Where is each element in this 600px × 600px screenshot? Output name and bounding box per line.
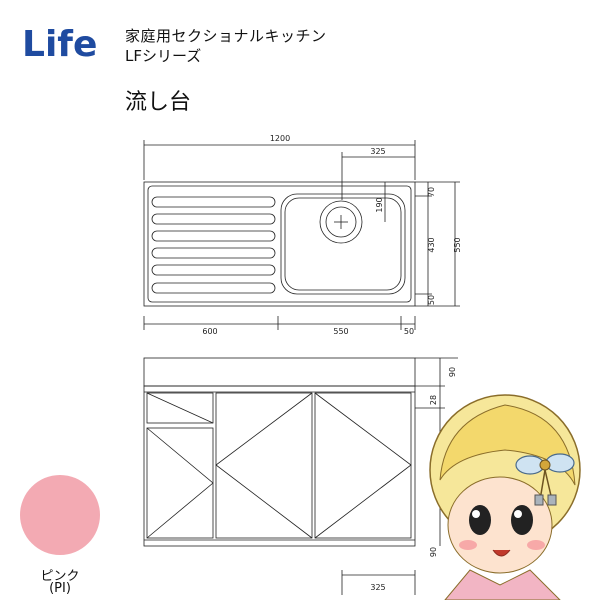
dim-side-edge: 50 [404,327,414,336]
dim-drain-offset: 325 [370,147,385,156]
dim-bowl-depth: 430 [427,237,436,252]
dim-base-height: 90 [429,547,438,557]
dim-back-edge: 70 [427,187,436,197]
dim-bowl-width: 550 [333,327,348,336]
dim-drainboard-width: 600 [202,327,217,336]
dim-top-height: 90 [448,367,457,377]
svg-text:Life: Life [22,24,97,62]
series-category-label: 家庭用セクショナルキッチン [125,27,327,45]
color-code-label: (PI) [49,581,71,596]
dim-rim-height: 28 [429,395,438,405]
dim-overall-width: 1200 [270,134,290,143]
dim-drain-depth: 190 [375,197,384,212]
dim-overall-depth: 550 [453,237,462,252]
sink-top-outline [143,181,416,307]
series-name-label: LFシリーズ [125,47,202,65]
color-swatch-pink [20,475,100,555]
color-name-label: ピンク [40,569,80,584]
dim-bottom-offset: 325 [370,583,385,592]
life-logo: Life [20,24,100,62]
counter-front [143,357,416,387]
mascot-illustration [429,394,581,600]
cabinet-front [143,385,416,547]
product-title: 流し台 [125,90,192,115]
dim-front-edge: 50 [427,295,436,305]
